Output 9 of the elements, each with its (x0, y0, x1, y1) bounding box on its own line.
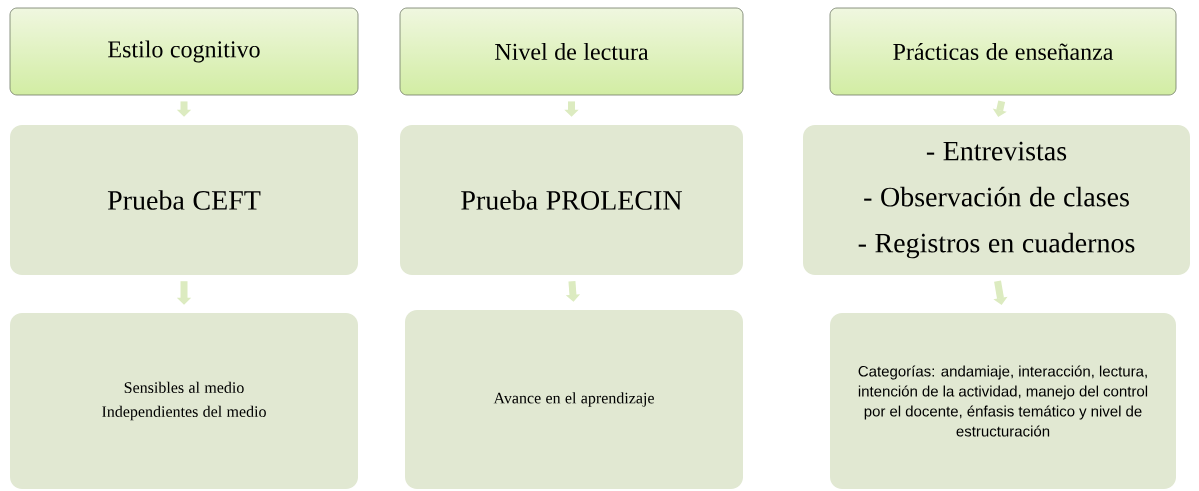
content-box: Avance en el aprendizaje (405, 310, 743, 489)
header-box: Estilo cognitivo (9, 7, 359, 96)
content-box: Categorías: andamiaje, interacción, lectura, intención de la actividad, manejo del control por el docente, énfasis temático y nivel de estructuración (830, 313, 1176, 489)
content-box: Sensibles al medio Independientes del medio (10, 313, 358, 489)
content-box: Prueba CEFT (10, 125, 358, 275)
header-box: Prácticas de enseñanza (829, 7, 1177, 96)
content-box: - Entrevistas - Observación de clases - Registros en cuadernos (803, 125, 1190, 275)
header-box: Nivel de lectura (399, 7, 744, 96)
content-box: Prueba PROLECIN (400, 125, 743, 275)
